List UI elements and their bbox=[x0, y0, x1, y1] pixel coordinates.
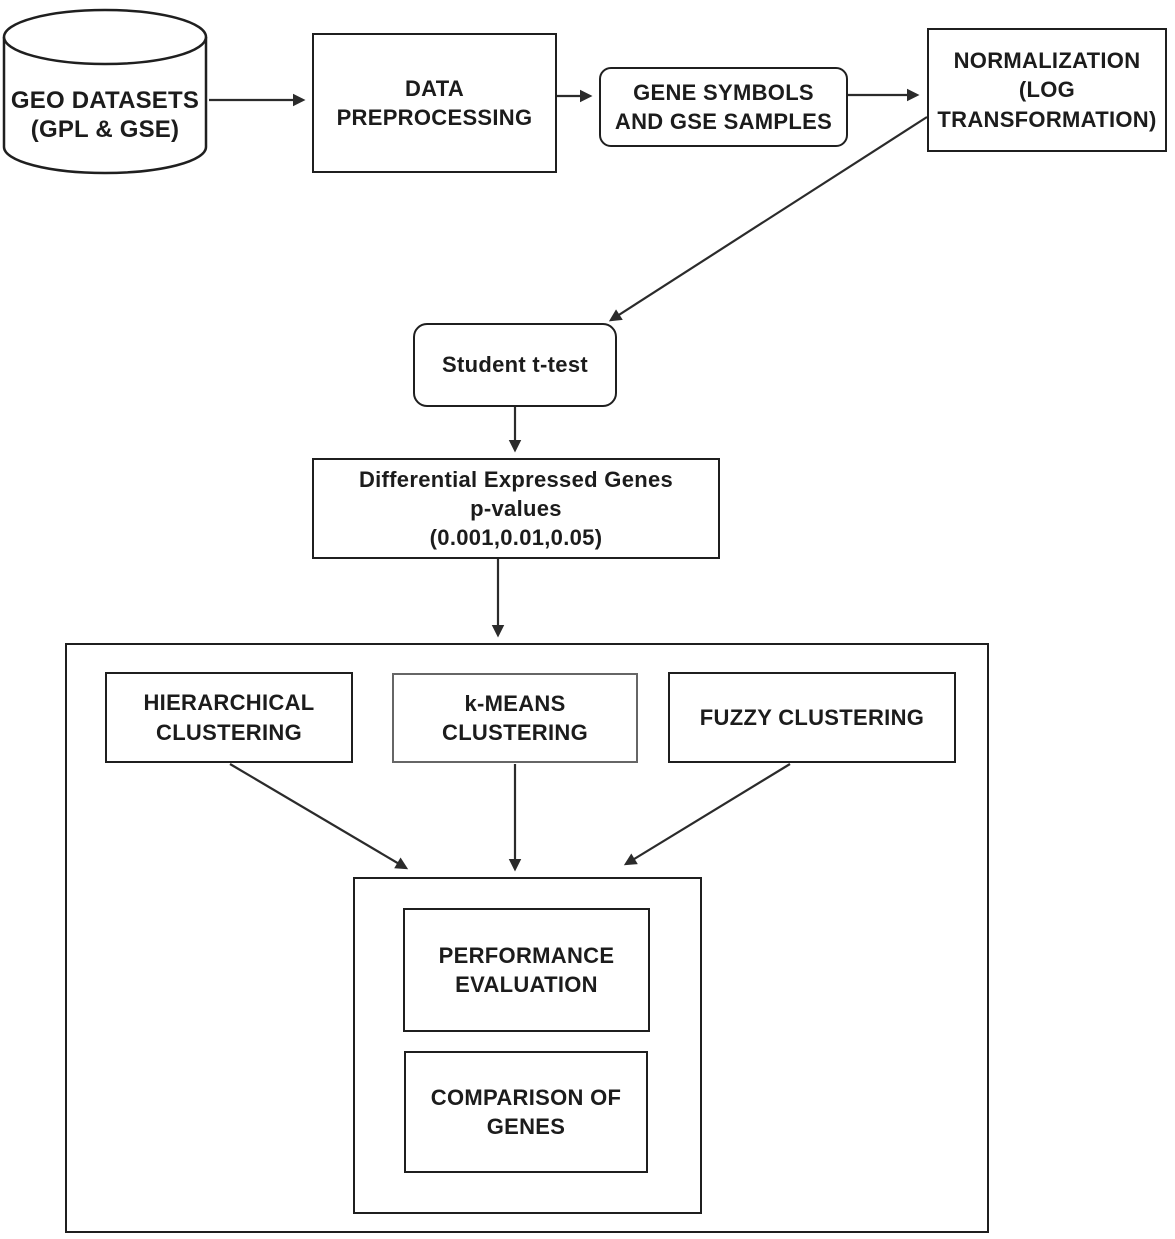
node-kmeans-clustering: k-MEANS CLUSTERING bbox=[392, 673, 638, 763]
node-label-line: Student t-test bbox=[442, 352, 588, 378]
node-data-preprocessing: DATA PREPROCESSING bbox=[312, 33, 557, 173]
node-gene-symbols: GENE SYMBOLS AND GSE SAMPLES bbox=[599, 67, 848, 147]
node-label-line: (GPL & GSE) bbox=[30, 116, 180, 144]
node-label-line: CLUSTERING bbox=[442, 720, 588, 745]
node-label-line: TRANSFORMATION) bbox=[937, 106, 1157, 132]
node-label-line: DATA bbox=[404, 75, 465, 101]
node-label-line: PERFORMANCE bbox=[438, 942, 615, 968]
node-differential-expressed-genes: Differential Expressed Genes p-values (0… bbox=[312, 458, 720, 559]
node-label-line: (LOG bbox=[1018, 77, 1076, 103]
node-fuzzy-clustering: FUZZY CLUSTERING bbox=[668, 672, 956, 763]
node-hierarchical-clustering: HIERARCHICAL CLUSTERING bbox=[105, 672, 353, 763]
arrow-normalization-to-ttest bbox=[608, 116, 928, 322]
evaluation-container bbox=[353, 877, 702, 1214]
node-label-line: GENE SYMBOLS bbox=[633, 79, 814, 105]
node-geo-datasets: GEO DATASETS (GPL & GSE) bbox=[4, 86, 206, 145]
node-label-line: GEO DATASETS bbox=[10, 87, 200, 114]
node-label-line: HIERARCHICAL bbox=[143, 690, 315, 716]
node-performance-evaluation: PERFORMANCE EVALUATION bbox=[403, 908, 650, 1032]
node-label-line: Differential Expressed Genes bbox=[358, 466, 674, 492]
node-label-line: p-values bbox=[470, 495, 562, 521]
node-label-line: PREPROCESSING bbox=[336, 105, 533, 130]
node-label-line: FUZZY CLUSTERING bbox=[699, 704, 925, 730]
node-label-line: AND GSE SAMPLES bbox=[614, 109, 833, 134]
node-label-line: EVALUATION bbox=[455, 972, 598, 997]
node-label-line: NORMALIZATION bbox=[953, 48, 1141, 74]
node-label-line: k-MEANS bbox=[464, 690, 566, 716]
node-label-line: COMPARISON OF bbox=[430, 1084, 622, 1110]
node-label-line: (0.001,0.01,0.05) bbox=[429, 525, 603, 551]
node-label-line: GENES bbox=[486, 1114, 566, 1139]
node-student-ttest: Student t-test bbox=[413, 323, 617, 407]
node-normalization: NORMALIZATION (LOG TRANSFORMATION) bbox=[927, 28, 1167, 152]
node-label-line: CLUSTERING bbox=[156, 719, 302, 745]
clustering-stage-container bbox=[65, 643, 989, 1233]
node-comparison-of-genes: COMPARISON OF GENES bbox=[404, 1051, 648, 1173]
